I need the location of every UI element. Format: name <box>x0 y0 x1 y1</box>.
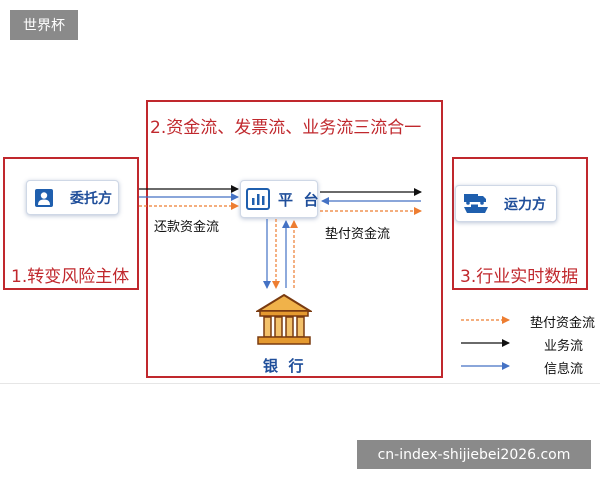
watermark-tag: cn-index-shijiebei2026.com <box>357 440 591 469</box>
truck-ship-icon <box>462 192 490 216</box>
center-title: 2.资金流、发票流、业务流三流合一 <box>150 118 422 138</box>
bank-label: 银 行 <box>263 357 304 375</box>
repay-flow-label: 还款资金流 <box>154 220 220 235</box>
chart-icon <box>246 188 270 210</box>
platform-node-label: 平 台 <box>278 190 319 209</box>
divider-line <box>0 383 600 384</box>
advance-flow-label: 垫付资金流 <box>325 227 391 242</box>
client-node: 委托方 <box>26 180 119 215</box>
right-box-label: 3.行业实时数据 <box>460 267 579 287</box>
client-node-label: 委托方 <box>70 190 112 207</box>
center-box <box>146 100 443 378</box>
carrier-node-label: 运力方 <box>504 196 546 213</box>
legend-advance-label: 垫付资金流 <box>530 316 596 331</box>
platform-node: 平 台 <box>240 180 318 218</box>
carrier-node: 运力方 <box>455 185 557 222</box>
right-box <box>452 157 588 290</box>
left-box-label: 1.转变风险主体 <box>11 267 130 287</box>
user-icon <box>35 188 53 207</box>
header-tag: 世界杯 <box>10 10 78 40</box>
left-box <box>3 157 139 290</box>
legend-business-label: 业务流 <box>544 339 584 354</box>
bank-icon <box>254 293 314 347</box>
legend-info-label: 信息流 <box>544 362 584 377</box>
